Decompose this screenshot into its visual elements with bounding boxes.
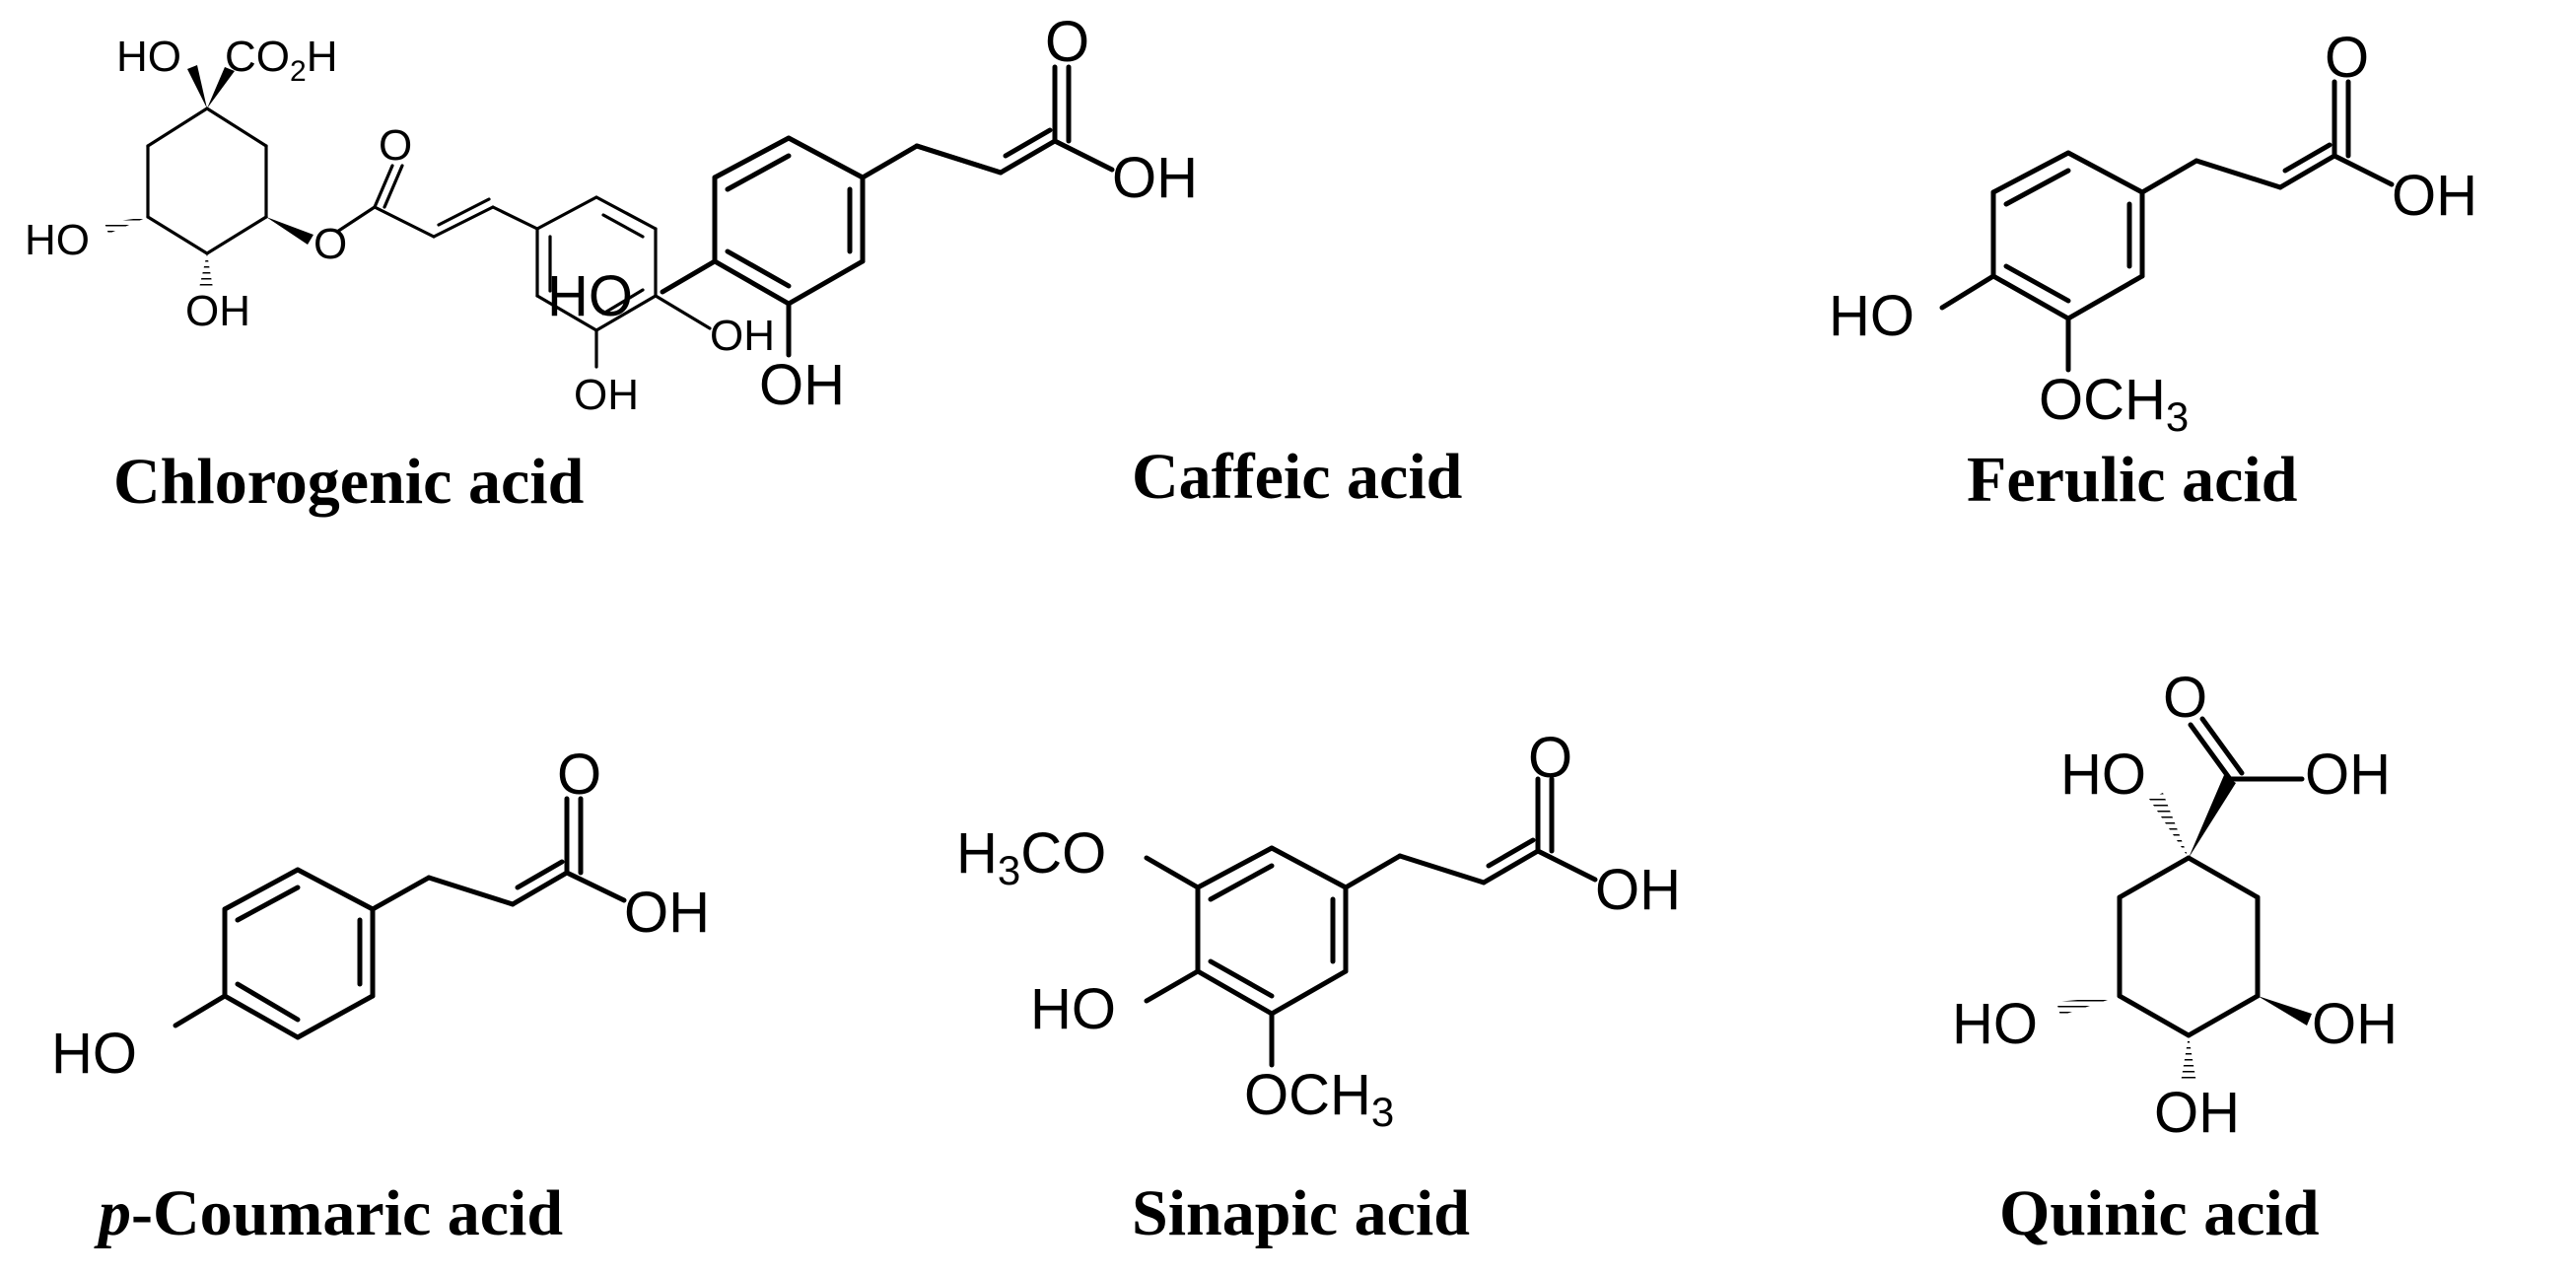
sinapic-acid-structure: O OH H3CO HO OCH3 — [956, 726, 1681, 1135]
caffeic-carbonyl-o: O — [1045, 10, 1089, 74]
sinapic-oh-acid: OH — [1595, 858, 1681, 922]
sinapic-acid-label: Sinapic acid — [1132, 1177, 1470, 1249]
sinapic-och3: OCH3 — [1244, 1063, 1394, 1135]
quinic-acid-label: Quinic acid — [1999, 1177, 2320, 1249]
caffeic-acid-label: Caffeic acid — [1132, 441, 1462, 513]
quinic-ho-left: HO — [1952, 992, 2038, 1056]
p-coumaric-carbonyl-o: O — [557, 743, 601, 807]
sinapic-h3co: H3CO — [956, 821, 1106, 893]
ferulic-och3: OCH3 — [2039, 368, 2189, 440]
p-coumaric-acid-structure: O OH HO — [51, 743, 710, 1086]
ferulic-ho-para: HO — [1829, 284, 1915, 348]
quinic-oh-acid: OH — [2305, 743, 2391, 807]
ferulic-carbonyl-o: O — [2325, 26, 2369, 90]
chlorogenic-ester-o: O — [313, 220, 347, 268]
p-coumaric-ho-para: HO — [51, 1022, 137, 1086]
chlorogenic-acid-label: Chlorogenic acid — [113, 446, 584, 518]
chlorogenic-co2h: CO2H — [225, 33, 337, 88]
ferulic-oh-acid: OH — [2392, 164, 2477, 228]
quinic-ho-top: HO — [2060, 743, 2146, 807]
chlorogenic-acid-structure: HO CO2H O O HO OH OH OH — [25, 33, 775, 419]
caffeic-acid-structure: O OH HO OH — [547, 10, 1198, 417]
chlorogenic-oh-meta: OH — [574, 371, 639, 419]
quinic-carbonyl-o: O — [2163, 666, 2207, 730]
chlorogenic-oh-bottom: OH — [185, 287, 250, 335]
chlorogenic-ho-left: HO — [25, 216, 90, 264]
quinic-oh-right: OH — [2312, 992, 2398, 1056]
chlorogenic-carbonyl-o: O — [379, 121, 412, 170]
caffeic-oh-meta: OH — [759, 353, 845, 417]
p-coumaric-oh-acid: OH — [624, 881, 710, 945]
chlorogenic-ho-top: HO — [116, 33, 181, 81]
quinic-acid-structure: O HO OH HO OH OH — [1952, 666, 2398, 1145]
sinapic-ho-para: HO — [1030, 977, 1116, 1041]
chlorogenic-oh-para: OH — [710, 312, 775, 360]
ferulic-acid-label: Ferulic acid — [1967, 444, 2297, 516]
ferulic-acid-structure: O OH HO OCH3 — [1829, 26, 2477, 440]
sinapic-carbonyl-o: O — [1528, 726, 1572, 790]
caffeic-oh-acid: OH — [1112, 146, 1198, 210]
p-coumaric-acid-label: p-Coumaric acid — [94, 1177, 563, 1249]
quinic-oh-bottom: OH — [2154, 1081, 2240, 1145]
caffeic-ho-para: HO — [547, 264, 633, 328]
